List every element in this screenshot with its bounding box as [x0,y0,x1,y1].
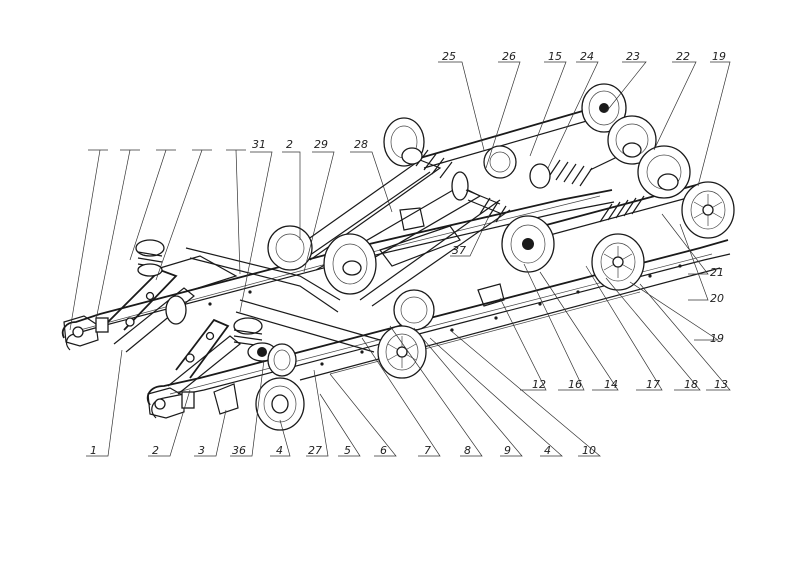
wheel-rear-mid [637,145,691,199]
callout-29: 29 [314,138,328,151]
leader-lines [69,61,731,457]
wheel-rear-lower [591,233,645,291]
callout-28: 28 [354,138,368,151]
rail-bolts [208,264,682,366]
wheel-mid-large [323,233,377,295]
callout-37: 37 [452,244,466,257]
wheel-rear-right [681,181,735,239]
callout-8: 8 [464,444,471,457]
callout-26: 26 [502,50,516,63]
wheel-front-inner [165,295,297,377]
callout-9: 9 [504,444,511,457]
upper-frame [289,159,511,307]
callout-27: 27 [308,444,322,457]
callout-13: 13 [714,378,728,391]
wheel-rear-upper [607,115,657,165]
callout-24: 24 [580,50,594,63]
wheel-center-small [483,145,517,179]
callout-7: 7 [424,444,431,457]
callout-labels: 25 26 15 24 23 22 19 31 2 29 28 37 21 20… [90,50,728,457]
callout-31: 31 [252,138,266,151]
callout-2-top: 2 [286,138,293,151]
wheel-center-upper [383,117,425,167]
wheel-rear-top [581,83,627,133]
wheel-mid-left [267,225,313,271]
callout-14: 14 [604,378,618,391]
callout-3: 3 [198,444,205,457]
callout-10: 10 [582,444,596,457]
callout-25: 25 [442,50,456,63]
wheel-front-lower [255,377,305,431]
front-spring-left [135,239,165,277]
rear-spring-lower [479,195,645,223]
callout-6: 6 [380,444,387,457]
callout-5: 5 [344,444,351,457]
callout-1: 1 [90,444,97,457]
callout-4-left: 4 [276,444,283,457]
front-arm-linkage [107,247,381,395]
front-tip-right [147,383,239,419]
callout-15: 15 [548,50,562,63]
callout-19-right: 19 [710,332,724,345]
callout-36: 36 [232,444,246,457]
callout-12: 12 [532,378,546,391]
front-tip-left [63,315,109,347]
wheel-lower-mid [377,325,427,379]
wheel-mid-right [393,289,435,331]
wheel-center [501,215,555,273]
callout-18: 18 [684,378,698,391]
callout-16: 16 [568,378,582,391]
callout-2-bottom: 2 [152,444,159,457]
callout-20: 20 [710,292,724,305]
rear-spring-upper [529,159,593,189]
callout-19-top: 19 [712,50,726,63]
callout-4-right: 4 [544,444,551,457]
callout-23: 23 [626,50,640,63]
callout-17: 17 [646,378,660,391]
callout-22: 22 [676,50,690,63]
callout-21: 21 [710,266,724,279]
